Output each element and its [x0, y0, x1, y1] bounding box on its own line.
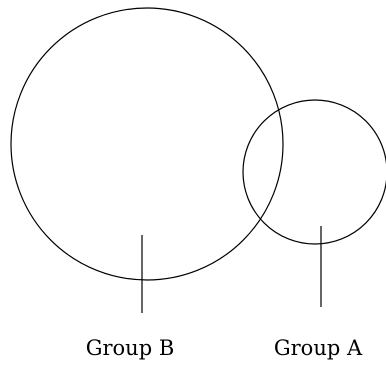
group-a-label: Group A: [274, 336, 363, 360]
group-b-label: Group B: [86, 336, 175, 360]
group-a-shape: [242, 99, 386, 307]
group-b-circle: [10, 7, 284, 281]
group-a-circle: [242, 99, 386, 245]
group-b-shape: [10, 7, 284, 313]
